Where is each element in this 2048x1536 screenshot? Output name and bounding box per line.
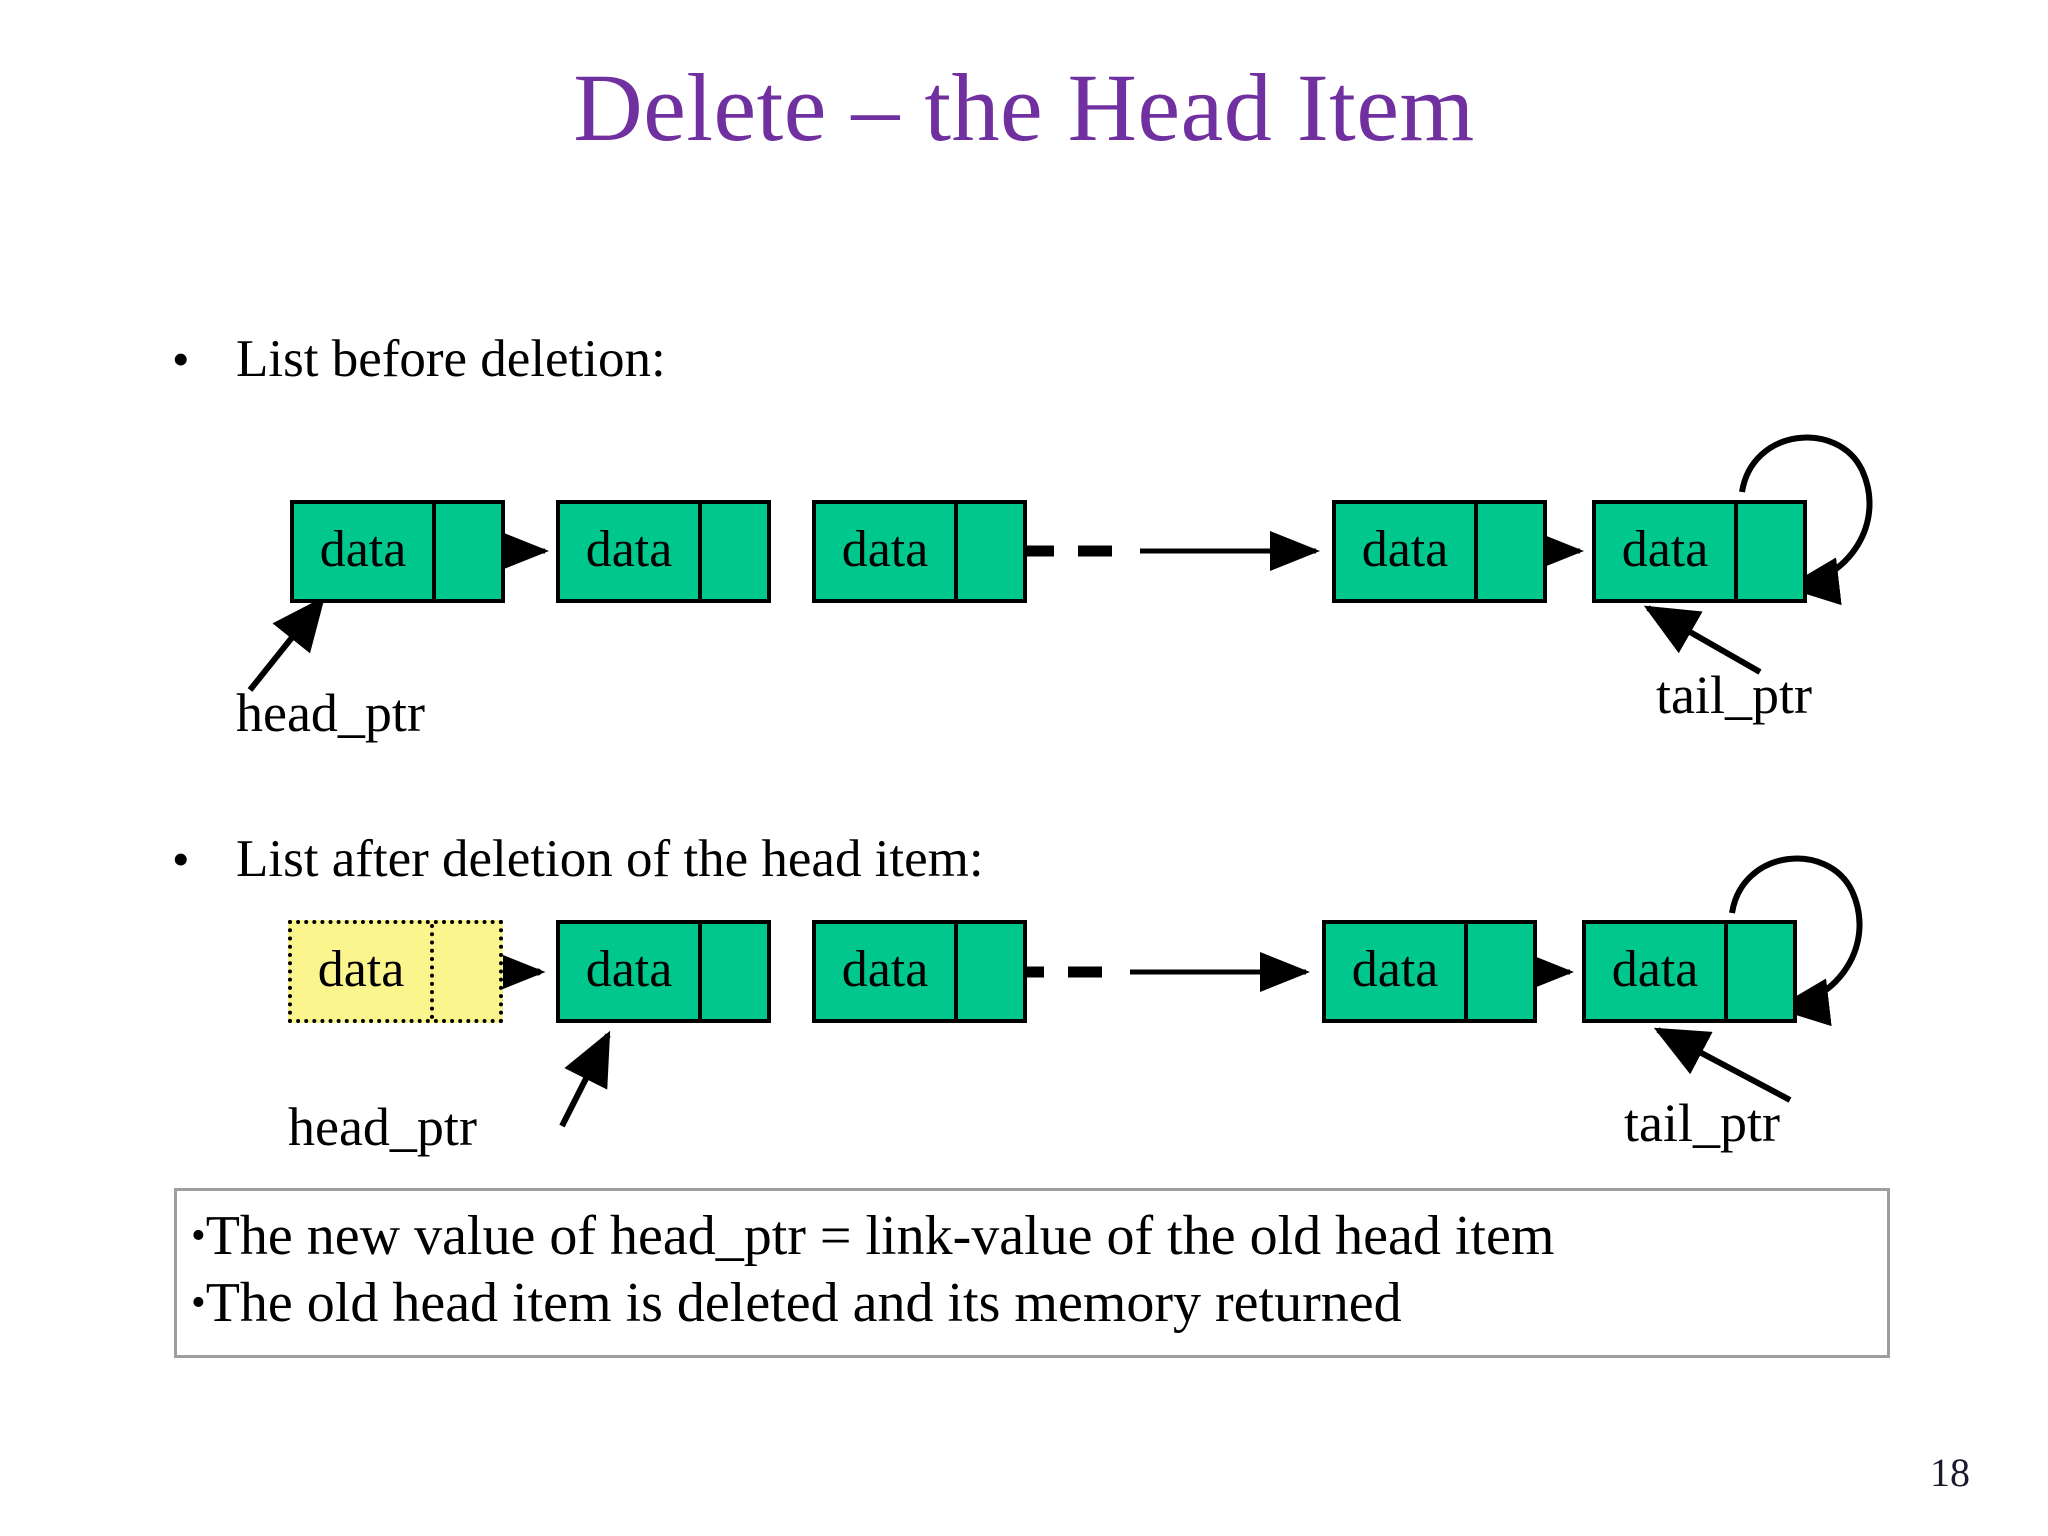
- head-ptr-leader-row1: [247, 596, 325, 692]
- node-data-cell: data: [1596, 504, 1738, 599]
- list-node-2-row2[interactable]: data: [556, 920, 771, 1023]
- note-line-1: •The new value of head_ptr = link-value …: [191, 1203, 1887, 1270]
- list-node-3-row2[interactable]: data: [812, 920, 1027, 1023]
- list-node-1-row1[interactable]: data: [290, 500, 505, 603]
- page-number: 18: [1930, 1450, 1970, 1495]
- list-node-4-row2[interactable]: data: [1322, 920, 1537, 1023]
- node-data-cell: data: [560, 924, 702, 1019]
- note-line-1-text: The new value of head_ptr = link-value o…: [205, 1205, 1555, 1267]
- head-ptr-label-row1: head_ptr: [236, 683, 425, 743]
- node-data-cell: data: [560, 504, 702, 599]
- node-data-cell: data: [292, 924, 434, 1019]
- node-data-cell: data: [1326, 924, 1468, 1019]
- head-ptr-leader-row2: [559, 1030, 611, 1128]
- node-data-cell: data: [294, 504, 436, 599]
- note-bullet-marker-icon: •: [191, 1280, 206, 1327]
- node-link-cell: [958, 504, 1023, 599]
- node-data-cell: data: [1586, 924, 1728, 1019]
- node-link-cell: [958, 924, 1023, 1019]
- tail-ptr-label-row1: tail_ptr: [1656, 665, 1812, 725]
- node-data-cell: data: [816, 504, 958, 599]
- list-node-4-row1[interactable]: data: [1332, 500, 1547, 603]
- note-line-2: •The old head item is deleted and its me…: [191, 1270, 1887, 1337]
- bullet-label-after: List after deletion of the head item:: [236, 830, 984, 888]
- note-line-2-text: The old head item is deleted and its mem…: [205, 1272, 1402, 1335]
- bullet-list-after-deletion: • List after deletion of the head item:: [172, 830, 984, 888]
- node-link-cell: [436, 504, 501, 599]
- bullet-label-before: List before deletion:: [236, 330, 666, 388]
- tail-ptr-leader-row2: [1653, 1027, 1792, 1103]
- list-node-5-row2[interactable]: data: [1582, 920, 1797, 1023]
- list-node-2-row1[interactable]: data: [556, 500, 771, 603]
- head-ptr-label-row2: head_ptr: [288, 1097, 477, 1157]
- node-link-cell: [1728, 924, 1793, 1019]
- summary-note-box: •The new value of head_ptr = link-value …: [174, 1188, 1890, 1358]
- tail-ptr-label-row2: tail_ptr: [1624, 1093, 1780, 1153]
- bullet-list-before-deletion: • List before deletion:: [172, 330, 666, 388]
- node-link-cell: [1478, 504, 1543, 599]
- bullet-marker-icon: •: [172, 831, 190, 887]
- tail-ptr-leader-row1: [1643, 605, 1762, 675]
- deleted-list-node-row2[interactable]: data: [288, 920, 503, 1023]
- list-node-3-row1[interactable]: data: [812, 500, 1027, 603]
- list-node-5-row1[interactable]: data: [1592, 500, 1807, 603]
- node-link-cell: [1738, 504, 1803, 599]
- node-link-cell: [702, 924, 767, 1019]
- node-link-cell: [434, 924, 499, 1019]
- bullet-marker-icon: •: [172, 331, 190, 387]
- note-bullet-marker-icon: •: [191, 1212, 206, 1259]
- page-title: Delete – the Head Item: [573, 54, 1475, 161]
- node-data-cell: data: [816, 924, 958, 1019]
- node-data-cell: data: [1336, 504, 1478, 599]
- node-link-cell: [1468, 924, 1533, 1019]
- node-link-cell: [702, 504, 767, 599]
